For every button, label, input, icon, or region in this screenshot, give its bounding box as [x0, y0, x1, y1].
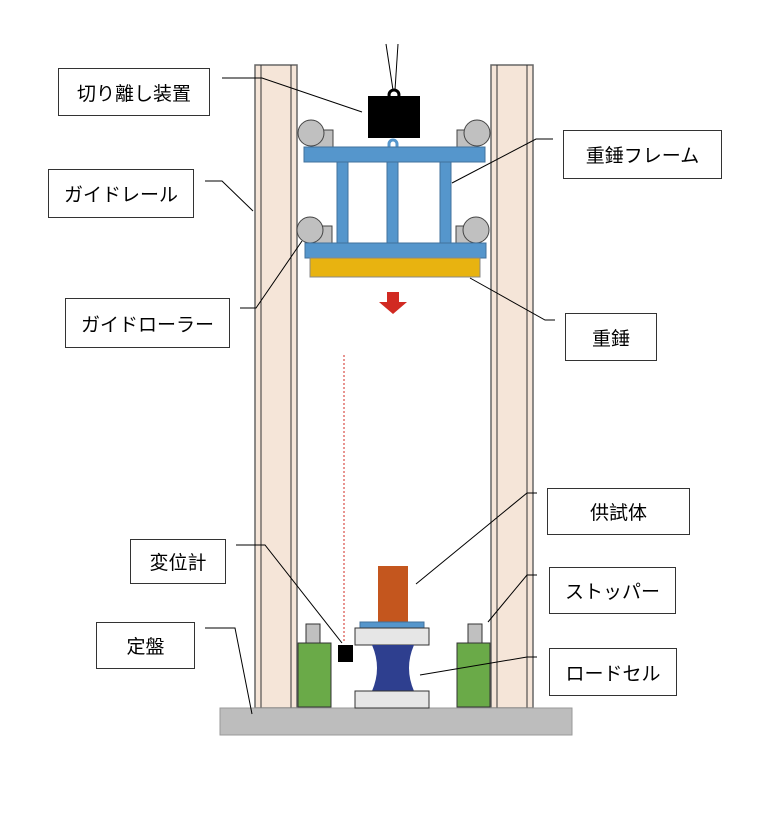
- specimen: [378, 566, 408, 623]
- weight: [309, 257, 481, 278]
- label-weight: 重錘: [565, 313, 657, 361]
- weight-frame: [303, 146, 487, 259]
- guide-rail-left: [254, 64, 298, 709]
- load-cell: [372, 645, 414, 691]
- label-base-plate: 定盤: [96, 622, 195, 669]
- displacement-gauge: [338, 645, 353, 662]
- stoppers: [297, 623, 491, 708]
- down-arrow-icon: [379, 292, 407, 314]
- label-guide-roller: ガイドローラー: [65, 298, 230, 348]
- cable: [385, 43, 394, 91]
- guide-rail-right: [490, 64, 534, 709]
- label-load-cell: ロードセル: [549, 648, 677, 696]
- label-specimen: 供試体: [547, 488, 690, 535]
- label-displacement-gauge: 変位計: [130, 539, 226, 584]
- label-stopper: ストッパー: [549, 567, 676, 614]
- release-device: [368, 96, 420, 138]
- base-plate: [219, 707, 573, 736]
- label-release-device: 切り離し装置: [58, 68, 210, 116]
- leader-lines: [205, 77, 555, 715]
- cable: [394, 43, 399, 91]
- label-weight-frame: 重錘フレーム: [563, 130, 722, 179]
- label-guide-rail: ガイドレール: [48, 169, 194, 218]
